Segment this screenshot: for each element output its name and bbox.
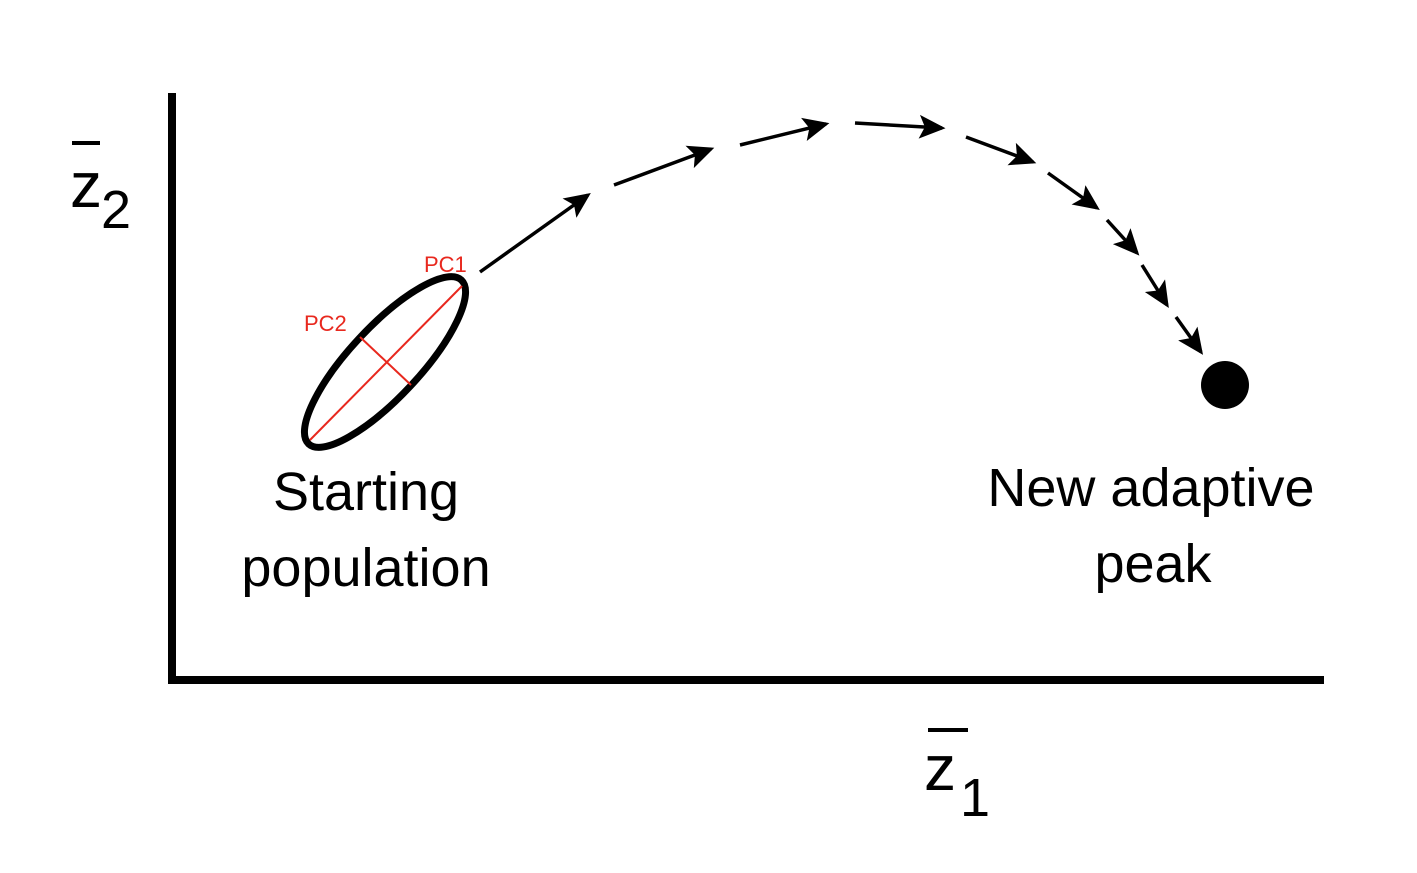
trajectory-arrow-2 <box>613 145 715 187</box>
population-ellipse <box>300 273 470 451</box>
evolutionary-trajectory <box>478 114 1204 355</box>
adaptive-peak-caption-line1: New adaptive <box>987 458 1314 518</box>
pc1-axis-line <box>309 285 463 441</box>
starting-population-caption-line2: population <box>241 538 490 598</box>
y-axis-label-symbol: z <box>70 149 102 221</box>
trajectory-arrow-7 <box>1105 218 1140 256</box>
pc2-axis-line <box>359 336 412 386</box>
pc2-label: PC2 <box>304 311 347 336</box>
x-axis-label: z 1 <box>924 728 990 828</box>
y-axis-label: z 2 <box>70 141 131 240</box>
starting-population: PC1 PC2 <box>300 252 470 451</box>
trajectory-arrow-5 <box>965 135 1037 166</box>
x-axis-label-subscript: 1 <box>960 768 990 828</box>
x-axis-label-symbol: z <box>924 732 956 804</box>
pc1-label: PC1 <box>424 252 467 277</box>
y-axis-label-subscript: 2 <box>101 180 131 240</box>
trajectory-arrow-4 <box>854 114 946 139</box>
adaptive-peak-dot <box>1201 361 1249 409</box>
adaptive-peak-caption-line2: peak <box>1094 534 1212 594</box>
trajectory-arrow-9 <box>1174 315 1204 355</box>
trajectory-arrow-1 <box>478 192 591 274</box>
trajectory-arrow-8 <box>1140 264 1169 308</box>
starting-population-caption-line1: Starting <box>273 462 459 522</box>
trajectory-arrow-3 <box>739 117 830 147</box>
trajectory-arrow-6 <box>1046 171 1100 211</box>
